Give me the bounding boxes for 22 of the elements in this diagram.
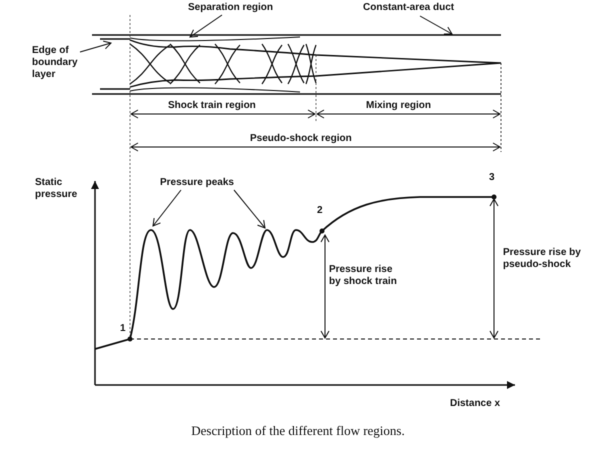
pressure-curve xyxy=(94,196,494,350)
region-label: Shock train region xyxy=(168,100,256,112)
leader-line xyxy=(420,16,452,35)
axis-label: Static pressure xyxy=(35,177,78,201)
region-label: Mixing region xyxy=(366,100,431,112)
annotation-text: Pressure rise by pseudo-shock xyxy=(503,247,582,271)
callout-label: Pressure peaks xyxy=(160,177,234,189)
point-number: 3 xyxy=(489,172,495,184)
annotation-text: Pressure rise by shock train xyxy=(329,264,398,288)
leader-line xyxy=(80,40,112,52)
region-label: Pseudo-shock region xyxy=(250,133,352,145)
callout-label: Separation region xyxy=(188,2,274,14)
duct-drawing xyxy=(92,34,502,95)
leader-line xyxy=(234,190,266,228)
leader-line xyxy=(190,14,222,38)
axis-label: Distance x xyxy=(450,398,500,410)
point-number: 2 xyxy=(317,205,323,217)
callout-label: Edge of boundary layer xyxy=(32,45,80,81)
leader-line xyxy=(152,190,182,226)
point-number: 1 xyxy=(120,323,126,335)
caption: Description of the different flow regions. xyxy=(190,423,406,438)
callout-label: Constant-area duct xyxy=(363,2,454,14)
